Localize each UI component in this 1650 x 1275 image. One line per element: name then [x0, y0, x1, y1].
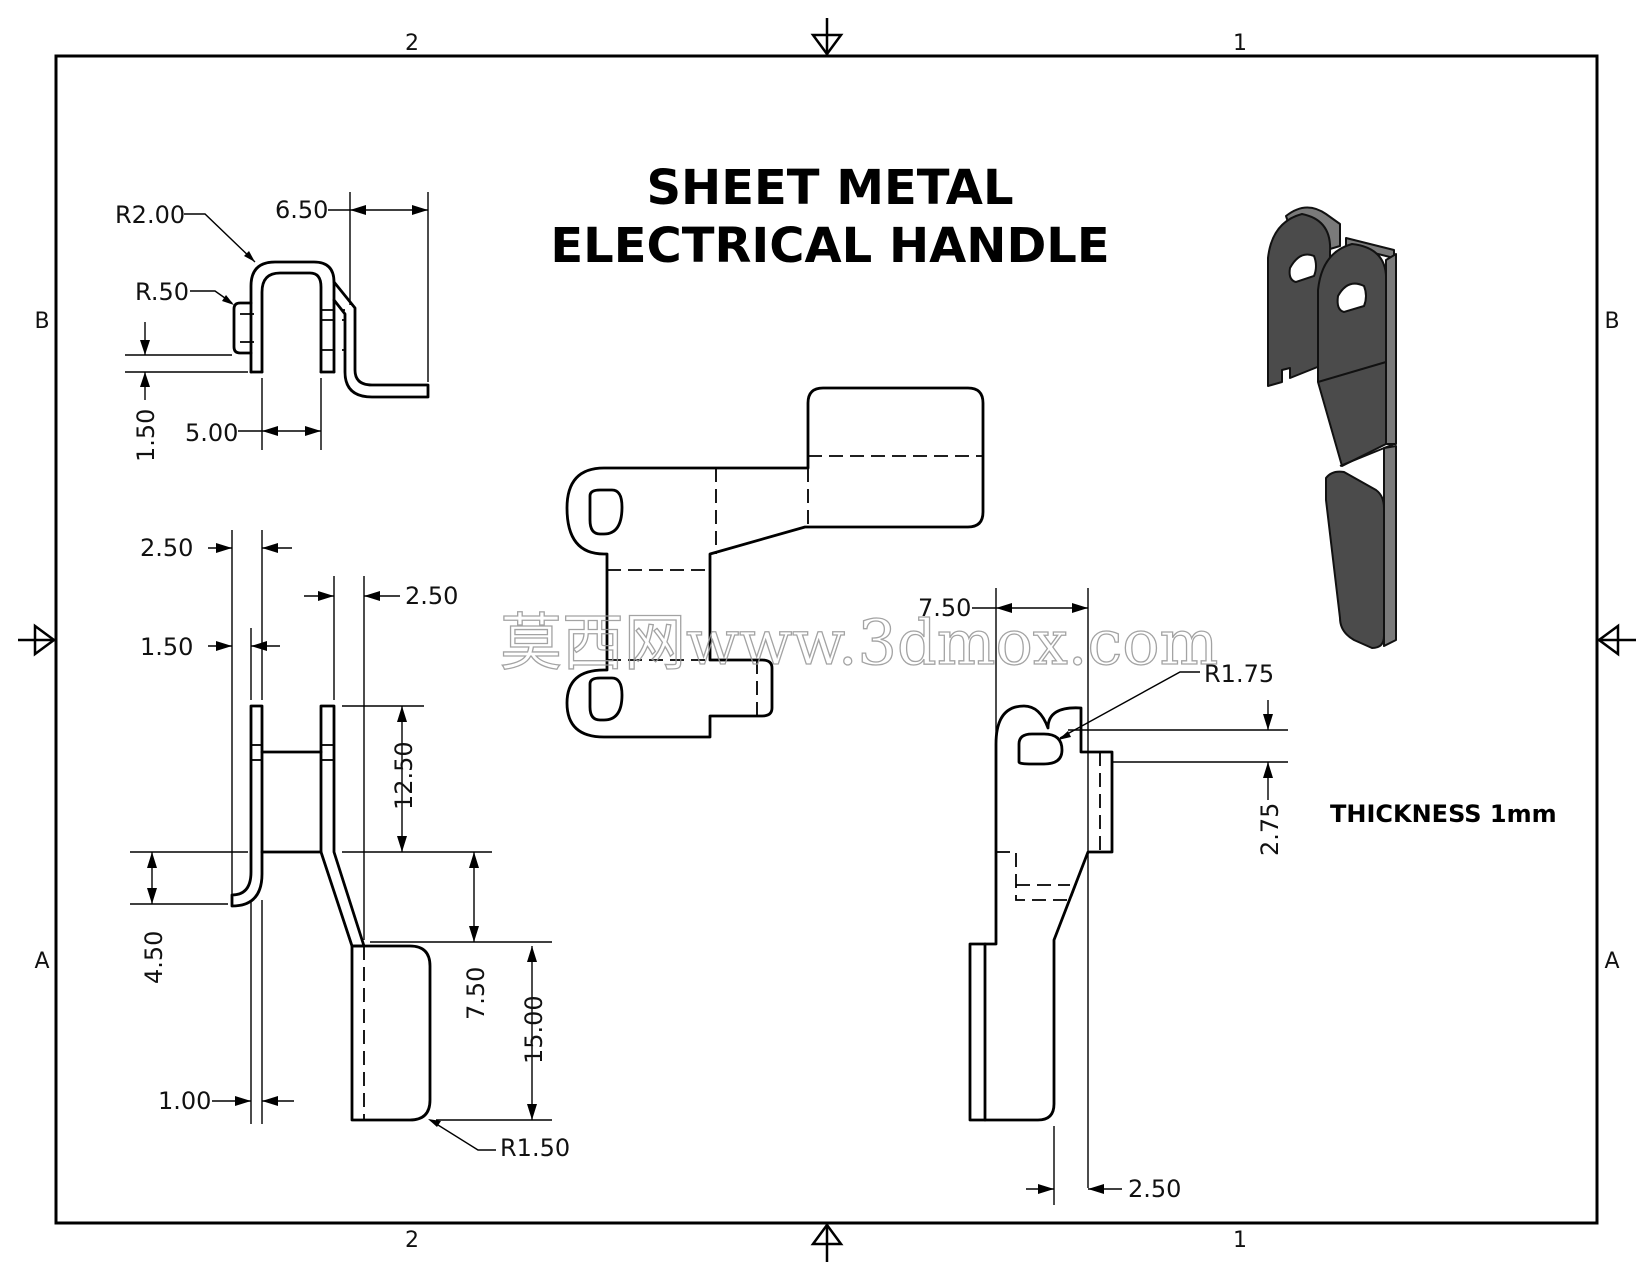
dim-front-750: 7.50 [462, 967, 490, 1020]
dim-side-275: 2.75 [1256, 803, 1284, 856]
center-mark-top [810, 18, 844, 57]
center-mark-right [1596, 623, 1636, 657]
dim-front-100: 1.00 [158, 1087, 211, 1115]
title-line-2: ELECTRICAL HANDLE [550, 218, 1109, 274]
zone-label-left-a: A [34, 949, 49, 974]
zone-label-top-2: 2 [405, 31, 419, 56]
zone-label-right-b: B [1604, 309, 1619, 334]
dim-top-r200: R2.00 [115, 201, 185, 229]
dim-front-450: 4.50 [140, 931, 168, 984]
zone-label-bottom-1: 1 [1233, 1228, 1247, 1253]
dim-top-500: 5.00 [185, 419, 238, 447]
dim-front-250-top: 2.50 [140, 534, 193, 562]
dim-top-r050: R.50 [135, 278, 189, 306]
zone-label-bottom-2: 2 [405, 1228, 419, 1253]
dim-front-r150: R1.50 [500, 1134, 570, 1162]
dim-front-150: 1.50 [140, 633, 193, 661]
thickness-note: THICKNESS 1mm [1330, 800, 1557, 828]
dim-top-150: 1.50 [132, 409, 160, 462]
dim-side-r175: R1.75 [1204, 660, 1274, 688]
isometric-view [1267, 206, 1397, 649]
dim-front-1250: 12.50 [390, 741, 418, 810]
center-mark-left [18, 623, 57, 657]
watermark-text: 莫西网www.3dmox.com [500, 606, 1218, 679]
zone-label-right-a: A [1604, 949, 1619, 974]
center-mark-bottom [810, 1222, 844, 1262]
dim-side-750: 7.50 [918, 594, 971, 622]
dim-top-650: 6.50 [275, 196, 328, 224]
flat-pattern-view [565, 386, 985, 739]
title-line-1: SHEET METAL [646, 160, 1013, 216]
dim-front-1500: 15.00 [520, 995, 548, 1064]
dim-front-250-right: 2.50 [405, 582, 458, 610]
zone-label-top-1: 1 [1233, 31, 1247, 56]
zone-label-left-b: B [34, 309, 49, 334]
front-view: 2.50 1.50 2.50 12.50 4.50 [130, 530, 570, 1162]
dim-side-250: 2.50 [1128, 1175, 1181, 1203]
side-view: 7.50 R1.75 2.75 2.50 [918, 588, 1288, 1205]
top-view: R2.00 R.50 6.50 5.00 1.50 [115, 192, 430, 462]
